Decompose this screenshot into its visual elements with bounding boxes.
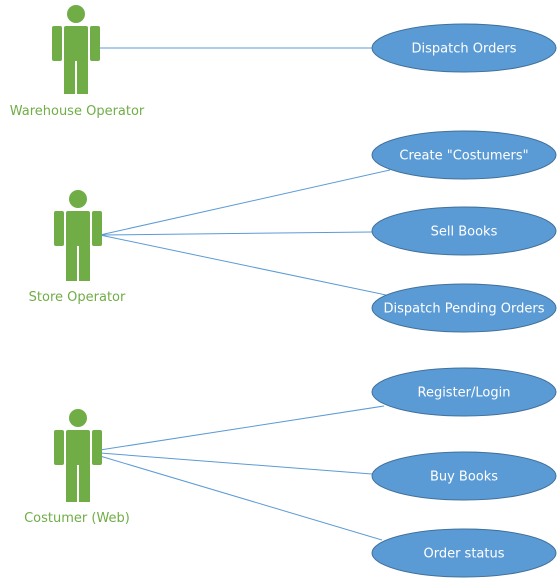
use-case-label: Dispatch Orders xyxy=(412,42,517,57)
person-icon xyxy=(52,5,100,94)
use-case-register-login[interactable]: Register/Login xyxy=(371,367,557,417)
use-case-label: Create "Costumers" xyxy=(399,149,528,164)
use-case-dispatch-orders[interactable]: Dispatch Orders xyxy=(371,23,557,73)
association-costumer-register-login xyxy=(99,405,385,451)
association-store-dispatch-pending-orders xyxy=(99,234,387,296)
use-case-create-costumers[interactable]: Create "Costumers" xyxy=(371,130,557,180)
actor-warehouse-operator: Warehouse Operator xyxy=(10,5,145,119)
person-icon xyxy=(54,409,102,502)
use-case-dispatch-pending-orders[interactable]: Dispatch Pending Orders xyxy=(371,283,557,333)
actor-costumer-web: Costumer (Web) xyxy=(24,409,130,526)
use-case-label: Sell Books xyxy=(431,225,498,240)
association-costumer-order-status xyxy=(99,455,383,541)
use-case-label: Order status xyxy=(423,547,504,562)
person-icon xyxy=(54,190,102,281)
use-case-label: Register/Login xyxy=(418,386,511,401)
associations xyxy=(99,47,391,541)
use-case-label: Buy Books xyxy=(430,470,498,485)
actor-label: Store Operator xyxy=(29,290,126,305)
use-case-order-status[interactable]: Order status xyxy=(371,528,557,578)
use-case-buy-books[interactable]: Buy Books xyxy=(371,451,557,501)
association-costumer-buy-books xyxy=(99,452,373,475)
use-case-sell-books[interactable]: Sell Books xyxy=(371,206,557,256)
actor-store-operator: Store Operator xyxy=(29,190,126,305)
actor-label: Warehouse Operator xyxy=(10,104,145,119)
association-store-create-costumers xyxy=(99,169,391,236)
association-store-sell-books xyxy=(99,231,373,236)
use-case-label: Dispatch Pending Orders xyxy=(383,302,544,317)
actor-label: Costumer (Web) xyxy=(24,511,130,526)
